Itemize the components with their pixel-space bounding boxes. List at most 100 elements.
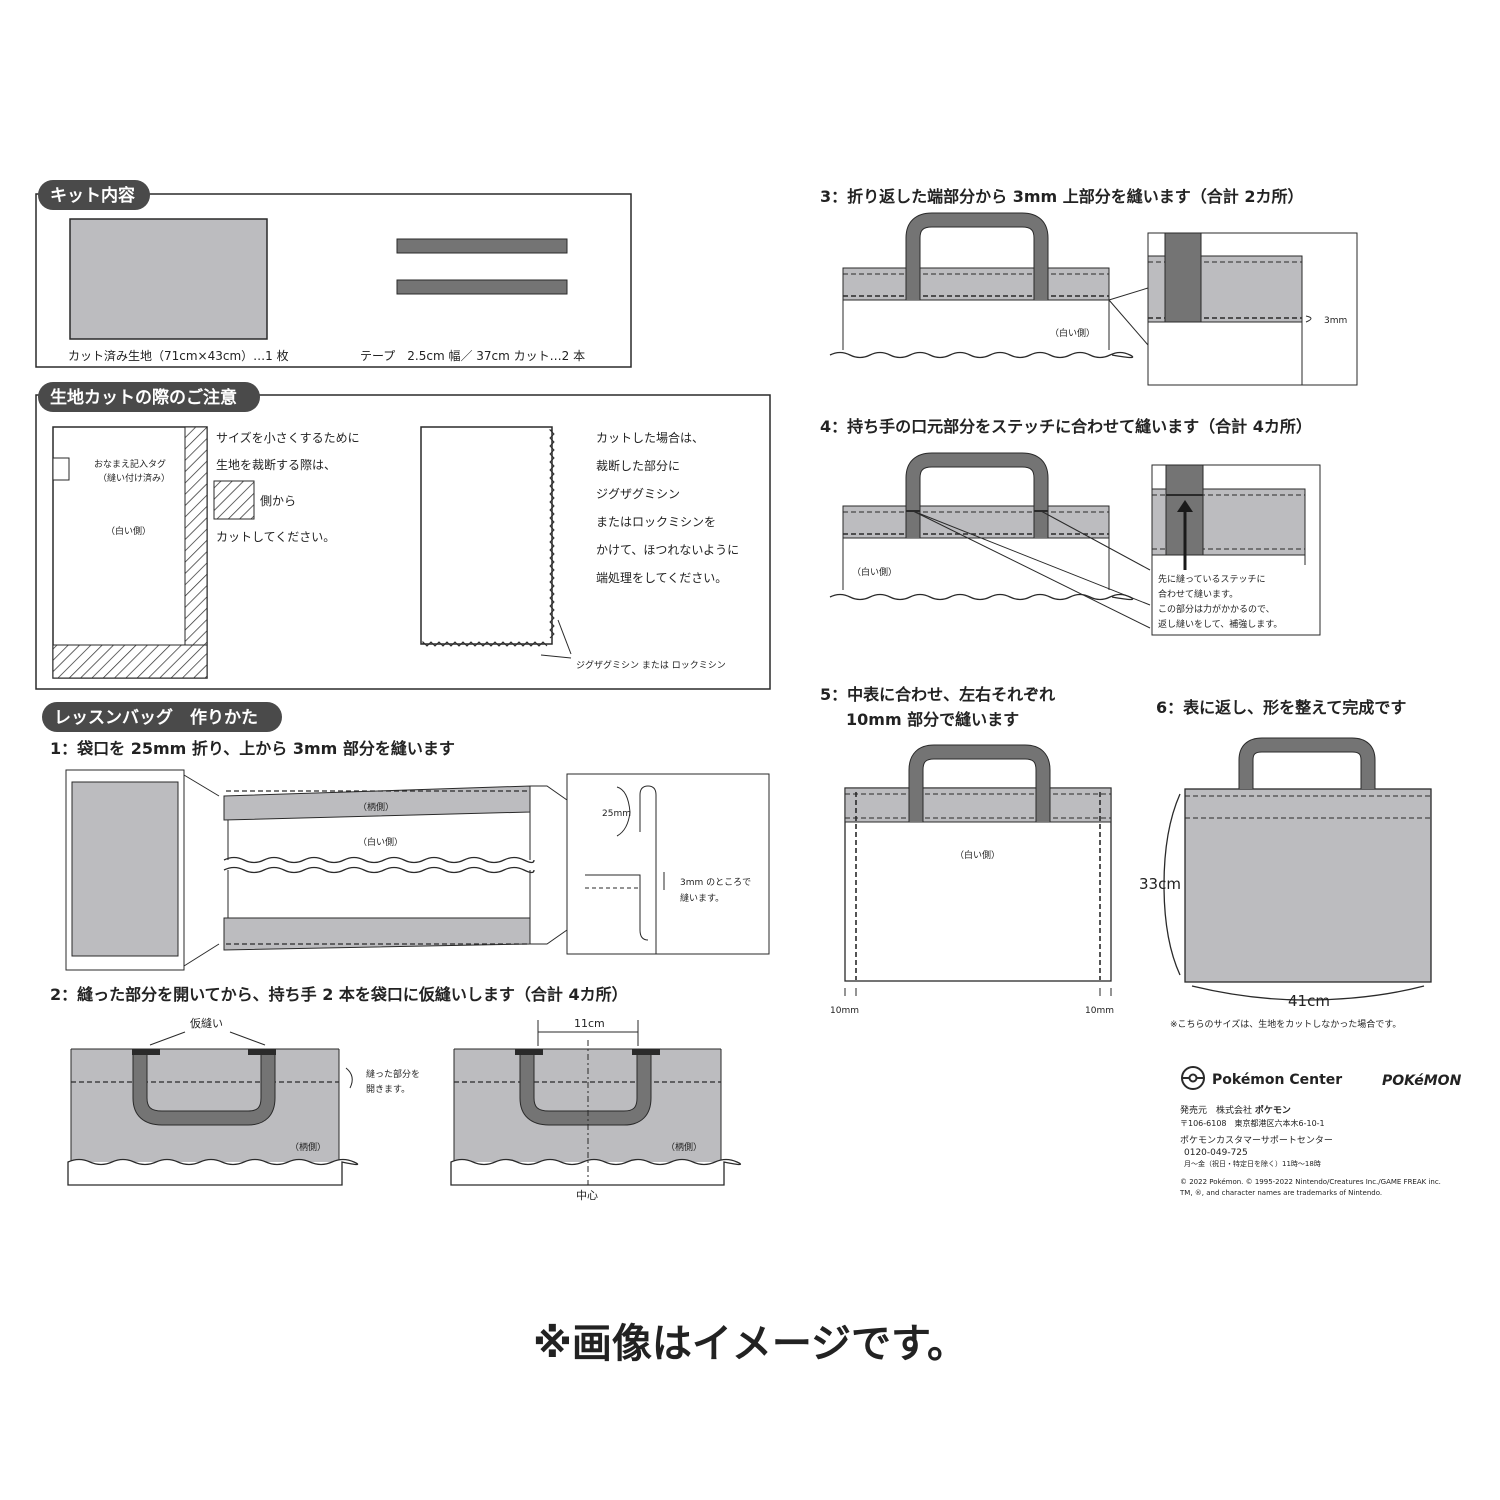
step3-zoom-line-b xyxy=(1108,299,1149,346)
step1-fabric xyxy=(71,781,179,957)
pokemon-logo: POKéMON xyxy=(1382,1073,1462,1089)
step4-handle xyxy=(906,453,1048,538)
zigzag-label: ジグザグミシン または ロックミシン xyxy=(576,659,726,671)
footer: Pokémon Center POKéMON 発売元 株式会社 ポケモン 〒10… xyxy=(1179,1066,1462,1197)
cut-notes-title: 生地カットの際のご注意 xyxy=(50,387,237,408)
step2-right-wave xyxy=(450,1158,741,1186)
step5-handle xyxy=(909,745,1050,822)
step4-band xyxy=(842,505,1110,539)
step2-open-arrow xyxy=(345,1067,353,1089)
cut-hatch-right xyxy=(184,426,208,679)
step1-wave-b xyxy=(223,866,535,874)
step3-wave xyxy=(829,351,1134,359)
step2-right-baste-left xyxy=(515,1049,543,1055)
hatch-text-3: 側から xyxy=(260,494,296,508)
kit-fabric-label: カット済み生地（71cm×43cm）…1 枚 xyxy=(68,348,289,363)
step-5-title-1: 5：中表に合わせ、左右それぞれ xyxy=(820,685,1055,704)
step5-right-seam-marker xyxy=(1099,988,1112,996)
step1-fold-size: 25mm xyxy=(602,809,631,819)
name-tag-label-1: おなまえ記入タグ xyxy=(94,458,166,470)
seller-line: 発売元 株式会社 ポケモン xyxy=(1180,1104,1291,1116)
step1-wave-a xyxy=(223,856,535,864)
finish-text-3: ジグザグミシン xyxy=(596,487,680,501)
step1-fold-bracket xyxy=(616,786,631,837)
zigzag-pointer-2 xyxy=(540,654,572,659)
step2-right-handle xyxy=(520,1052,651,1125)
step1-hem-line xyxy=(585,874,649,941)
support-center: ポケモンカスタマーサポートセンター xyxy=(1180,1135,1333,1146)
step1-detail-pointer-bottom xyxy=(530,929,568,945)
seller-company: ポケモン xyxy=(1255,1104,1291,1116)
finish-text-2: 裁断した部分に xyxy=(596,458,680,473)
step4-detail-arrowhead xyxy=(1177,500,1193,512)
step3-detail-handle xyxy=(1164,232,1202,323)
step1-white-side: （白い側） xyxy=(358,836,403,848)
step4-note-3: この部分は力がかかるので、 xyxy=(1158,603,1275,615)
kit-tape-shape-1 xyxy=(396,238,568,254)
step2-left-fabric xyxy=(71,1049,339,1162)
finish-text-1: カットした場合は、 xyxy=(596,430,704,445)
kit-section: キット内容 カット済み生地（71cm×43cm）…1 枚 テープ 2.5cm 幅… xyxy=(35,180,632,368)
step3-band xyxy=(842,267,1110,301)
step5-seam-right-label: 10mm xyxy=(1085,1006,1114,1016)
step2-baste-right xyxy=(248,1049,276,1055)
step4-note-2: 合わせて縫います。 xyxy=(1158,588,1238,600)
step-5: 5：中表に合わせ、左右それぞれ 10mm 部分で縫います （白い側） 10mm … xyxy=(820,685,1114,1016)
hatch-text-4: カットしてください。 xyxy=(216,530,335,544)
step2-baste-left xyxy=(132,1049,160,1055)
step-2: 2：縫った部分を開いてから、持ち手 2 本を袋口に仮縫いします（合計 4カ所） … xyxy=(50,985,741,1202)
step6-handle-outline xyxy=(1238,737,1376,789)
step6-size-note: ※こちらのサイズは、生地をカットしなかった場合です。 xyxy=(1170,1018,1401,1030)
support-phone: 0120-049-725 xyxy=(1184,1148,1248,1158)
step4-pointer-3 xyxy=(1040,510,1151,571)
step1-note-2: 縫います。 xyxy=(680,892,724,904)
kit-fabric-shape xyxy=(69,218,268,340)
cut-notes-section: 生地カットの際のご注意 おなまえ記入タグ （縫い付け済み） （白い側） サイズを… xyxy=(35,382,771,690)
hatch-sample-swatch xyxy=(213,480,255,520)
lesson-title-pill xyxy=(42,702,282,732)
step-3: 3：折り返した端部分から 3mm 上部分を縫います（合計 2カ所） （白い側） … xyxy=(820,187,1358,386)
step1-note-1: 3mm のところで xyxy=(680,877,751,888)
step6-width-label: 41cm xyxy=(1288,992,1330,1010)
step4-note-1: 先に縫っているステッチに xyxy=(1158,573,1266,585)
zigzag-stitch-right xyxy=(548,429,555,639)
lesson-title: レッスンバッグ 作りかた xyxy=(54,707,258,728)
address: 〒106-6108 東京都港区六本木6-10-1 xyxy=(1180,1118,1325,1128)
step1-pattern-side: （柄側） xyxy=(358,801,394,813)
step6-height-bracket xyxy=(1163,793,1181,976)
step-1: 1：袋口を 25mm 折り、上から 3mm 部分を縫います （柄側） （白い側）… xyxy=(50,739,770,971)
step2-baste-pointer-left xyxy=(149,1031,186,1046)
step2-center-label: 中心 xyxy=(576,1189,598,1202)
kit-tape-shape-2 xyxy=(396,279,568,295)
step2-left-pattern-side: （柄側） xyxy=(290,1141,326,1153)
step3-zoom-line-a xyxy=(1108,287,1149,301)
step5-band xyxy=(844,787,1112,823)
step2-right-pattern-side: （柄側） xyxy=(666,1141,702,1153)
pokeball-icon-button xyxy=(1188,1073,1198,1083)
finish-text-6: 端処理をしてください。 xyxy=(596,571,727,585)
zigzag-stitch-bottom xyxy=(422,640,548,647)
step-6: 6：表に返し、形を整えて完成です 33cm 41cm ※こちらのサイズは、生地を… xyxy=(1139,698,1432,1030)
step2-baste-label: 仮縫い xyxy=(190,1016,223,1030)
step3-gap-bracket xyxy=(1305,315,1312,323)
step1-fold-diagram xyxy=(639,785,657,954)
step-2-title: 2：縫った部分を開いてから、持ち手 2 本を袋口に仮縫いします（合計 4カ所） xyxy=(50,985,628,1004)
step4-pointer-2 xyxy=(912,510,1151,629)
step2-left-wave xyxy=(67,1158,359,1186)
step4-white-side: （白い側） xyxy=(852,566,897,578)
step1-bottom-fold xyxy=(223,917,531,951)
step1-zoom-line-top xyxy=(183,774,220,797)
pokemon-center-brand: Pokémon Center xyxy=(1212,1072,1342,1088)
step-1-title: 1：袋口を 25mm 折り、上から 3mm 部分を縫います xyxy=(50,739,455,758)
step-3-title: 3：折り返した端部分から 3mm 上部分を縫います（合計 2カ所） xyxy=(820,187,1303,206)
zigzag-pointer-1 xyxy=(557,619,572,655)
step6-width-bracket xyxy=(1191,985,1425,1001)
hatch-text-1: サイズを小さくするために xyxy=(216,430,360,445)
step-5-title-2: 10mm 部分で縫います xyxy=(846,710,1019,729)
step1-zoom-line-bottom xyxy=(183,943,220,967)
step6-handle xyxy=(1239,738,1375,789)
step-4-title: 4：持ち手の口元部分をステッチに合わせて縫います（合計 4カ所） xyxy=(820,417,1312,436)
finish-text-4: またはロックミシンを xyxy=(596,515,716,529)
step1-detail-pointer-top xyxy=(530,785,568,801)
